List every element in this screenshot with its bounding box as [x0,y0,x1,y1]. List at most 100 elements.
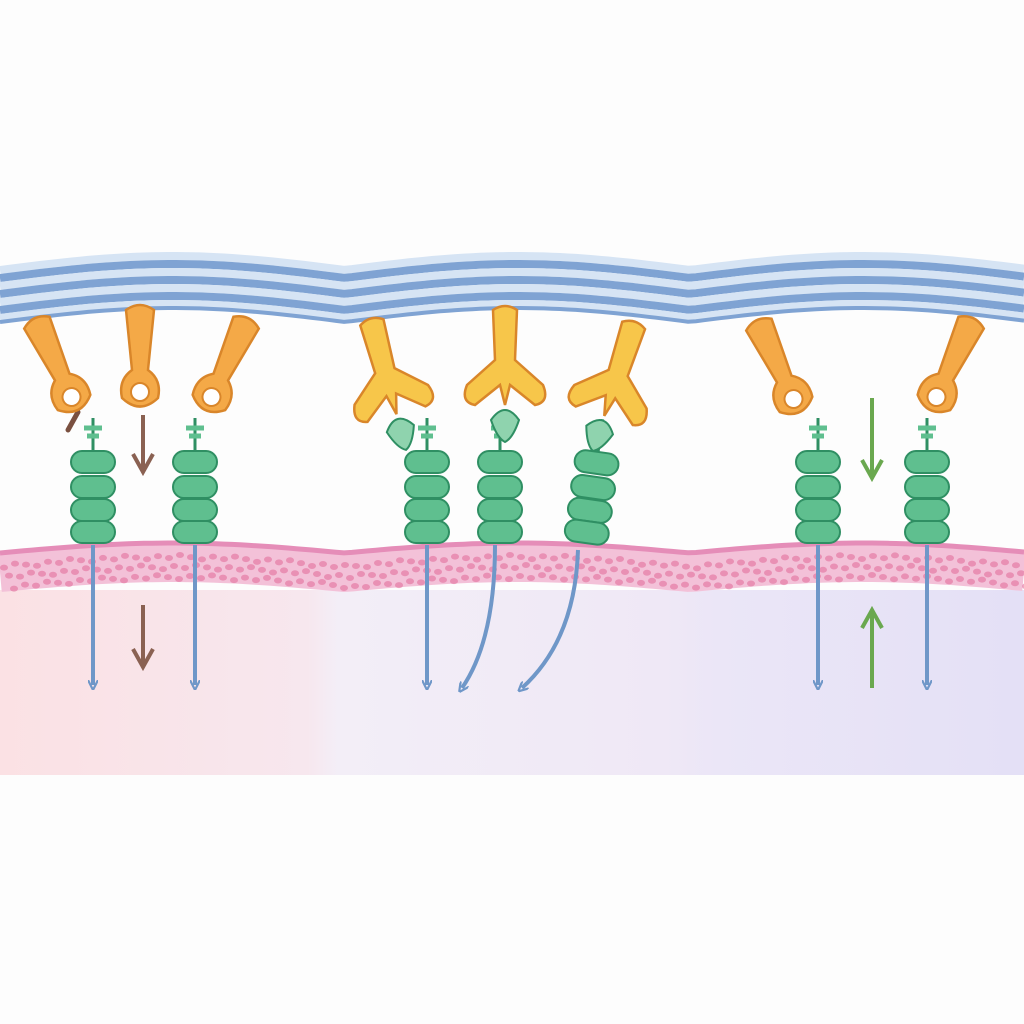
membrane-cell [918,565,926,572]
receptor-domain [70,475,116,499]
membrane-cell [241,574,249,581]
membrane-cell [49,571,57,578]
membrane-cell [934,575,942,582]
bottom-membrane [0,540,1024,592]
membrane-cell [907,562,915,569]
membrane-cell [451,553,459,560]
receptor [70,418,116,544]
membrane-cell [825,555,833,562]
membrane-cell [643,569,651,576]
membrane-cell [65,580,73,587]
membrane-cell [615,579,623,586]
ligand-body [567,319,648,427]
receptor-head [418,425,436,439]
ligand-binding-site [385,417,415,451]
membrane-cell [973,568,981,575]
receptor-domain [70,498,116,522]
membrane-cell [858,556,866,563]
membrane-cell [363,564,371,571]
membrane-cell [989,579,997,586]
signal-arrow [522,549,580,688]
membrane-cell [549,574,557,581]
membrane-cell [407,558,415,565]
membrane-cell [297,560,305,567]
membrane-cell [528,556,536,563]
receptor-domain [904,475,950,499]
membrane-cell [946,555,954,562]
membrane-cell [165,555,173,562]
receptor-domain [795,520,841,544]
receptor-domain [404,498,450,522]
membrane-cell [1017,570,1024,577]
ligand-y [463,304,547,444]
membrane-cell [120,577,128,584]
membrane-cell [704,561,712,568]
membrane-cell [313,571,321,578]
membrane-cell [417,579,425,586]
receptor-domain [477,498,523,522]
membrane-cell [428,575,436,582]
membrane-cell [319,561,327,568]
membrane-cell [550,555,558,562]
ligand-ring [783,389,804,410]
membrane-cell [236,566,244,573]
membrane-cell [21,581,29,588]
membrane-cell [659,580,667,587]
membrane-cell [698,573,706,580]
membrane-cell [275,559,283,566]
membrane-cell [263,574,271,581]
membrane-cell [670,583,678,590]
membrane-cell [186,573,194,580]
membrane-cell [709,574,717,581]
membrane-cell [891,552,899,559]
membrane-cell [396,557,404,564]
membrane-cell [616,556,624,563]
membrane-cell [467,563,475,570]
membrane-cell [836,552,844,559]
membrane-cell [879,574,887,581]
membrane-cell [687,571,695,578]
ligand-body [22,315,92,414]
membrane-cell [819,566,827,573]
membrane-cell [649,559,657,566]
ligand-body [191,315,261,414]
membrane-cell [225,564,233,571]
membrane-cell [346,575,354,581]
receptor-domain [404,450,450,474]
membrane-cell [341,562,349,568]
membrane-cell [461,574,469,581]
membrane-cell [841,565,849,572]
membrane-cell [945,578,953,585]
membrane-cell [583,557,591,564]
membrane-cell [99,554,107,561]
membrane-cell [967,578,975,585]
membrane-cell [940,565,948,572]
membrane-cell [517,554,525,561]
membrane-cell [43,578,51,585]
membrane-cell [104,567,112,574]
receptor [172,418,218,544]
membrane-cell [880,555,888,562]
membrane-cell [781,554,789,561]
membrane-cell [33,562,41,569]
membrane-cell [170,563,178,570]
membrane-cell [885,563,893,570]
membrane-cell [385,561,393,568]
membrane-cell [791,575,799,582]
membrane-cell [599,568,607,575]
membrane-layer [0,542,1024,592]
membrane-cell [874,566,882,573]
membrane-cell [896,565,904,572]
membrane-layer [0,252,1024,274]
receptor-head [809,425,827,439]
membrane-layer [0,260,1024,282]
membrane-cell [538,572,546,579]
membrane-cell [11,560,19,567]
receptor-domain [795,450,841,474]
ligands [22,303,986,453]
receptor-head [918,425,936,439]
membrane-cell [555,563,563,570]
membrane-cell [1011,580,1019,587]
membrane-cell [604,576,612,583]
ligand-ring [61,387,82,408]
